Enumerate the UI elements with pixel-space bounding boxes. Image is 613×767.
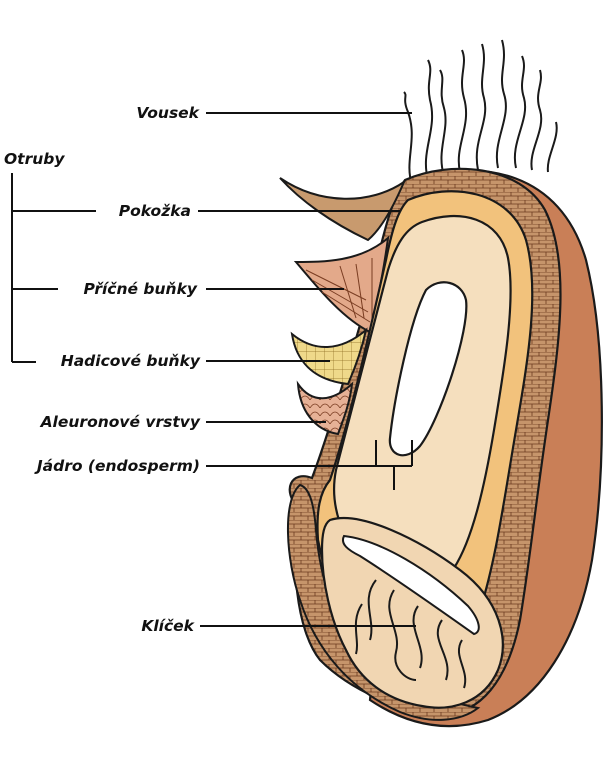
label-otruby: Otruby — [4, 150, 65, 168]
bran-lower-lobe — [287, 483, 481, 721]
label-vousek: Vousek — [136, 104, 199, 122]
label-pricne-bunky: Příčné buňky — [83, 280, 197, 298]
germ — [320, 516, 504, 709]
scale-cells-spike — [296, 380, 354, 436]
label-hadicove-bunky: Hadicové buňky — [60, 352, 200, 370]
label-jadro: Jádro (endosperm) — [36, 457, 200, 475]
germ-structures — [354, 579, 467, 689]
scutellum-gap — [342, 534, 480, 636]
hair-strands — [403, 39, 558, 186]
epidermis-spike — [279, 177, 407, 242]
endosperm-cavity — [388, 281, 468, 457]
label-klicek: Klíček — [141, 617, 194, 635]
label-pokozka: Pokožka — [118, 202, 191, 220]
label-aleuronove-vrstvy: Aleuronové vrstvy — [40, 413, 200, 431]
leader-lines — [11, 112, 416, 627]
